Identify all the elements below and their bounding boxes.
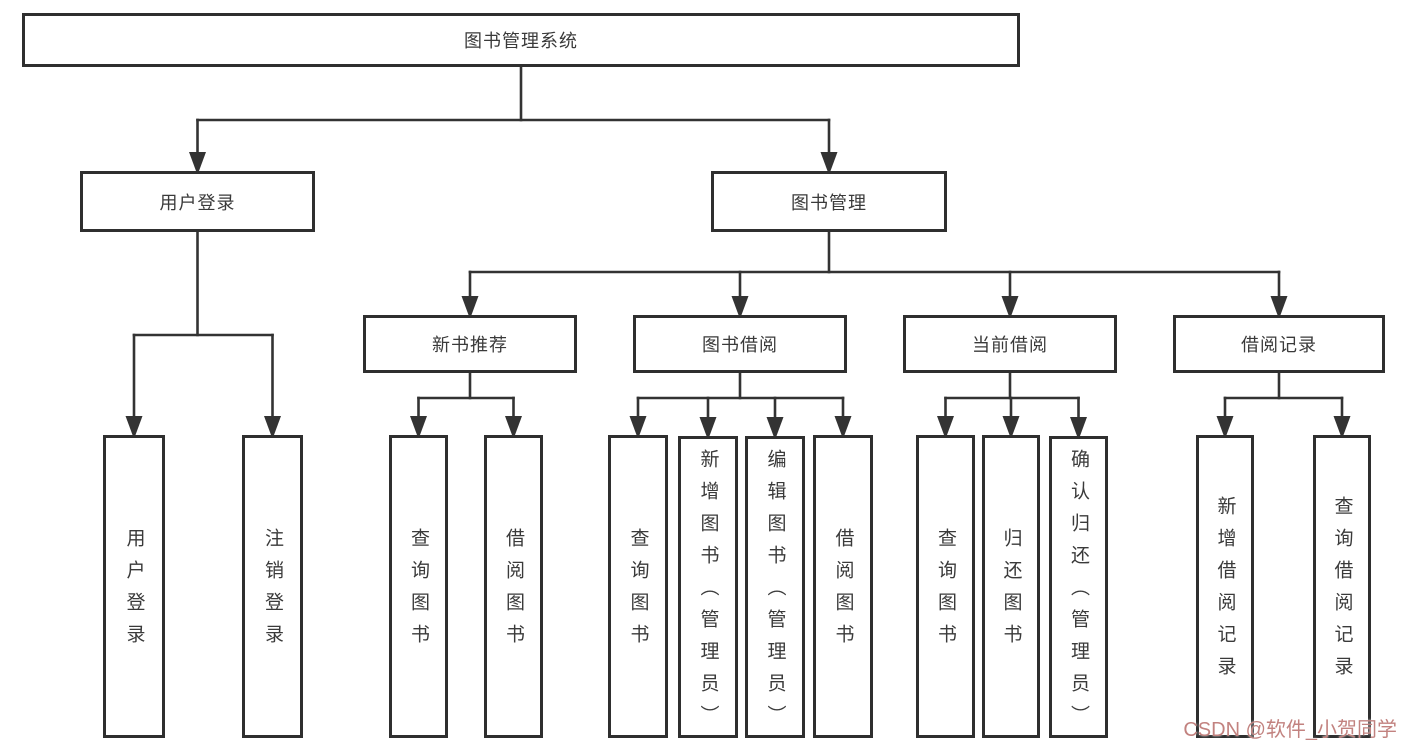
- node-label: 新增借阅记录: [1214, 495, 1236, 688]
- node-label: 归还图书: [1000, 527, 1022, 656]
- arrowhead-icon: [629, 416, 647, 439]
- node-label: 用户登录: [123, 527, 145, 656]
- node-cb-query: 查询图书: [916, 435, 975, 738]
- arrowhead-icon: [1216, 416, 1234, 439]
- arrowhead-icon: [834, 416, 852, 439]
- node-label: 图书管理: [791, 192, 867, 213]
- arrowhead-icon: [1270, 296, 1288, 319]
- node-root: 图书管理系统: [22, 13, 1020, 67]
- node-label: 图书管理系统: [464, 31, 578, 51]
- node-label: 图书借阅: [702, 335, 778, 355]
- node-label: 查询图书: [935, 527, 956, 656]
- node-label: 借阅图书: [832, 527, 854, 656]
- node-label: 新增图书（管理员）: [697, 449, 719, 737]
- arrowhead-icon: [1333, 416, 1351, 439]
- node-ul-login: 用户登录: [103, 435, 165, 738]
- arrowhead-icon: [461, 296, 479, 319]
- node-label: 当前借阅: [972, 335, 1048, 355]
- arrowhead-icon: [766, 417, 784, 440]
- arrowhead-icon: [410, 416, 427, 439]
- arrowhead-icon: [1070, 417, 1087, 440]
- arrowhead-icon: [264, 416, 281, 439]
- node-book-mgmt: 图书管理: [711, 171, 947, 232]
- arrowhead-icon: [189, 152, 206, 175]
- node-label: 查询图书: [408, 527, 429, 656]
- node-label: 查询借阅记录: [1331, 495, 1353, 688]
- node-label: 借阅图书: [503, 527, 524, 656]
- node-label: 注销登录: [262, 527, 283, 656]
- arrowhead-icon: [125, 416, 143, 439]
- node-label: 借阅记录: [1241, 335, 1317, 355]
- node-cb-confirm: 确认归还（管理员）: [1049, 436, 1108, 738]
- node-bb-edit: 编辑图书（管理员）: [745, 436, 805, 738]
- node-book-borrow: 图书借阅: [633, 315, 847, 373]
- node-br-query: 查询借阅记录: [1313, 435, 1371, 738]
- node-new-book: 新书推荐: [363, 315, 577, 373]
- arrowhead-icon: [731, 296, 749, 319]
- node-bb-borrow: 借阅图书: [813, 435, 873, 738]
- node-label: 用户登录: [159, 192, 236, 213]
- arrowhead-icon: [505, 416, 522, 439]
- node-current-borrow: 当前借阅: [903, 315, 1117, 373]
- node-ul-logout: 注销登录: [242, 435, 303, 738]
- arrowhead-icon: [820, 152, 838, 175]
- node-bb-query: 查询图书: [608, 435, 668, 738]
- arrowhead-icon: [1002, 416, 1020, 439]
- node-label: 新书推荐: [432, 335, 508, 355]
- node-label: 确认归还（管理员）: [1068, 449, 1089, 737]
- watermark: CSDN @软件_小贺同学: [1183, 719, 1397, 741]
- node-nb-borrow: 借阅图书: [484, 435, 543, 738]
- node-cb-return: 归还图书: [982, 435, 1040, 738]
- arrowhead-icon: [1001, 296, 1019, 319]
- arrowhead-icon: [937, 416, 954, 439]
- node-label: 编辑图书（管理员）: [764, 449, 786, 737]
- node-nb-query: 查询图书: [389, 435, 448, 738]
- node-bb-add: 新增图书（管理员）: [678, 436, 738, 738]
- node-borrow-record: 借阅记录: [1173, 315, 1385, 373]
- arrowhead-icon: [699, 417, 717, 440]
- node-user-login: 用户登录: [80, 171, 315, 232]
- node-label: 查询图书: [627, 527, 649, 656]
- node-br-add: 新增借阅记录: [1196, 435, 1254, 738]
